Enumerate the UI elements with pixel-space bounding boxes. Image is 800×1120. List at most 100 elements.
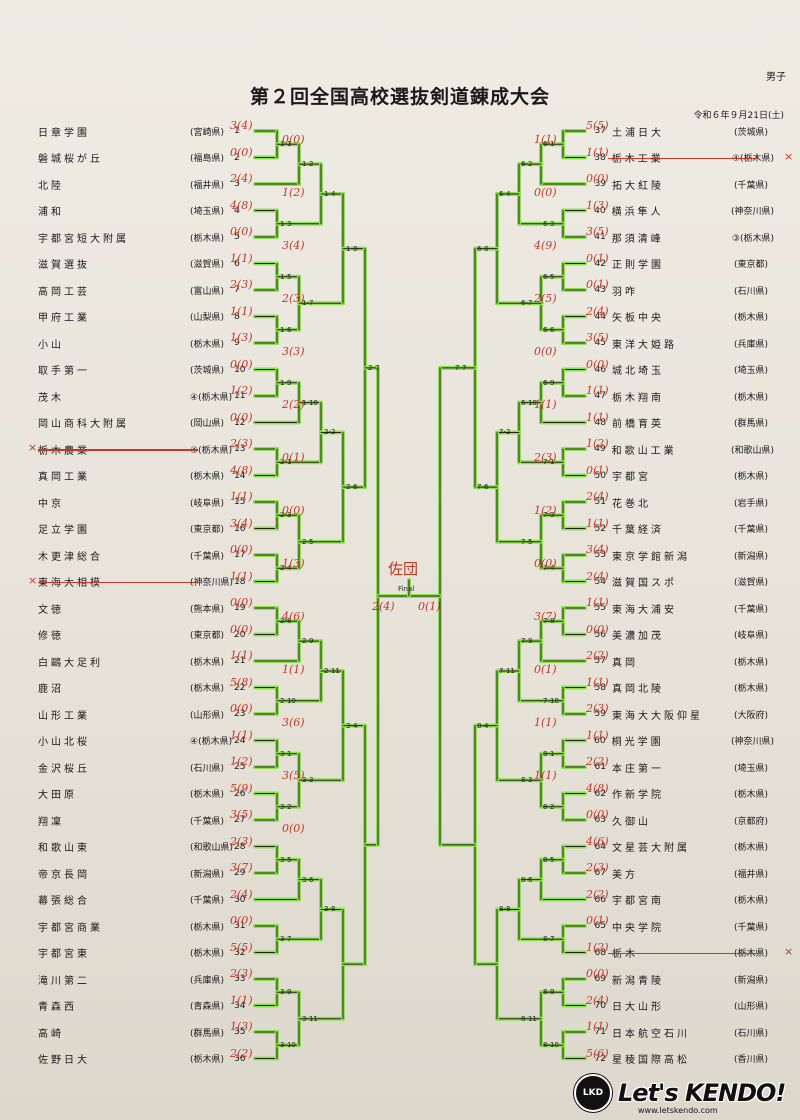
team-prefecture: (石川県) xyxy=(734,286,769,297)
team-29: 帝京長岡(新潟県)29 xyxy=(38,866,248,881)
team-prefecture: (千葉県) xyxy=(190,816,225,827)
team-seed-number: 1 xyxy=(234,126,240,136)
team-seed-number: 10 xyxy=(234,364,246,375)
match-score: 0(0) xyxy=(230,543,253,556)
team-name: 文徳 xyxy=(38,604,64,616)
team-27: 翔凜(千葉県)27 xyxy=(38,813,248,828)
team-seed-number: 19 xyxy=(234,603,246,613)
match-score: 0(0) xyxy=(230,410,253,424)
match-label: 6-8 xyxy=(477,244,489,253)
match-label: 2-7 xyxy=(368,363,380,372)
team-seed-number: 2 xyxy=(234,152,240,163)
team-name: 日本航空石川 xyxy=(612,1028,690,1040)
match-label: 8-4 xyxy=(477,721,489,730)
team-name: 東海大相模 xyxy=(38,578,103,589)
match-score: 3(7) xyxy=(230,861,253,874)
tournament-date: 令和６年９月21日(土) xyxy=(693,111,784,121)
match-score: 0(0) xyxy=(534,557,557,570)
match-score: 2(3) xyxy=(230,278,253,291)
match-label: 7-9 xyxy=(521,637,533,646)
match-label: 7-11 xyxy=(499,666,515,675)
team-seed-number: 71 xyxy=(594,1027,606,1037)
team-prefecture: (神奈川県) xyxy=(730,737,774,747)
team-prefecture: ④(栃木県) xyxy=(190,392,233,403)
match-score: 2(4) xyxy=(586,993,609,1007)
team-prefecture: (栃木県) xyxy=(734,313,769,323)
match-score: 1(3) xyxy=(586,198,609,212)
match-score: 0(1) xyxy=(534,663,557,676)
team-prefecture: (栃木県) xyxy=(190,233,225,244)
match-score: 1(1) xyxy=(534,769,557,782)
match-label: 7-2 xyxy=(499,428,511,437)
match-score: 2(3) xyxy=(534,451,557,464)
match-score: 2(4) xyxy=(586,304,609,318)
team-name: 宇都宮短大附属 xyxy=(38,233,129,245)
team-19: 文徳(熊本県)19 xyxy=(38,601,248,616)
match-score: 2(4) xyxy=(586,569,609,583)
match-score: 2(3) xyxy=(586,702,609,715)
match-label: 2-4 xyxy=(280,564,292,573)
team-7: 高岡工芸(富山県)7 xyxy=(38,283,248,298)
match-score: 1(3) xyxy=(282,557,305,570)
team-seed-number: 9 xyxy=(234,338,240,348)
team-16: 足立学園(東京都)16 xyxy=(38,522,248,537)
team-seed-number: 27 xyxy=(234,815,246,825)
team-seed-number: 38 xyxy=(594,152,606,163)
team-name: 東海大大阪仰星 xyxy=(612,710,703,722)
match-label: 8-6 xyxy=(521,875,533,884)
team-seed-number: 25 xyxy=(234,762,246,772)
team-seed-number: 21 xyxy=(234,656,246,666)
team-prefecture: (栃木県) xyxy=(190,472,225,482)
team-prefecture: (栃木県) xyxy=(734,896,769,906)
team-seed-number: 50 xyxy=(594,470,606,481)
team-seed-number: 70 xyxy=(594,1000,606,1011)
match-score: 1(2) xyxy=(586,940,609,954)
team-seed-number: 4 xyxy=(234,205,240,216)
team-name: 足立学園 xyxy=(38,525,90,536)
team-20: 修徳(東京都)20 xyxy=(38,628,248,643)
team-name: 作新学院 xyxy=(612,790,664,801)
match-score: 0(0) xyxy=(230,702,253,715)
match-score: 1(3) xyxy=(230,1020,253,1033)
team-seed-number: 61 xyxy=(594,762,606,772)
team-name: 千葉経済 xyxy=(612,525,664,536)
team-prefecture: (青森県) xyxy=(190,1002,225,1012)
withdrawn-mark: × xyxy=(784,944,794,958)
match-score: 1(2) xyxy=(230,755,253,768)
team-name: 宇都宮南 xyxy=(612,896,664,907)
match-score: 1(2) xyxy=(230,384,253,397)
team-34: 青森西(青森県)34 xyxy=(38,999,248,1014)
match-label: 6-7 xyxy=(521,299,533,308)
match-label: 3-8 xyxy=(324,905,336,914)
team-name: 城北埼玉 xyxy=(612,366,664,377)
match-score: 5(5) xyxy=(230,940,253,954)
match-score: 4(9) xyxy=(534,239,557,252)
match-label: 2-8 xyxy=(280,617,292,626)
team-name: 東洋大姫路 xyxy=(612,339,677,351)
match-score: 0(0) xyxy=(586,172,609,185)
team-name: 真岡北陵 xyxy=(612,684,664,695)
team-prefecture: (福井県) xyxy=(190,180,225,191)
match-score: 2(2) xyxy=(586,755,609,768)
match-label: 8-5 xyxy=(543,855,555,864)
team-seed-number: 33 xyxy=(234,974,246,984)
team-seed-number: 29 xyxy=(234,868,246,878)
team-seed-number: 35 xyxy=(234,1027,246,1037)
team-prefecture: (山形県) xyxy=(734,1002,769,1012)
team-name: 日章学園 xyxy=(38,127,90,139)
match-score: 0(1) xyxy=(586,463,609,477)
final-score-right: 0(1) xyxy=(418,600,441,613)
team-name: 滋賀国スポ xyxy=(612,578,677,589)
team-prefecture: (栃木県) xyxy=(190,1055,225,1065)
team-prefecture: (栃木県) xyxy=(734,472,769,482)
